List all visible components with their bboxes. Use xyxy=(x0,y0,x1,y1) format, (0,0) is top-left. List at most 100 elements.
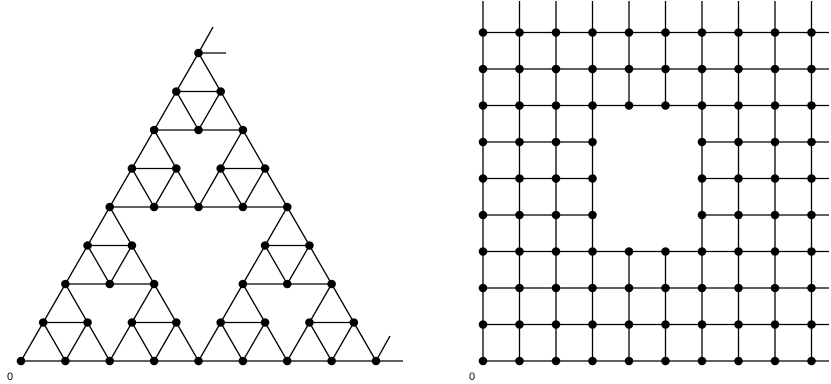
gasket-edge xyxy=(264,168,288,208)
gasket-edge xyxy=(64,283,89,323)
gasket-node xyxy=(149,356,159,366)
lattice-node xyxy=(734,320,743,329)
gasket-node xyxy=(61,356,70,366)
lattice-node xyxy=(588,174,597,183)
lattice-node xyxy=(588,283,597,293)
gasket-edge xyxy=(264,206,288,246)
lattice-node xyxy=(478,137,488,147)
lattice-node xyxy=(551,101,561,110)
gasket-edge xyxy=(308,245,333,285)
lattice-node xyxy=(515,28,524,37)
sierpinski-boundary-stubs xyxy=(197,26,403,362)
lattice-node xyxy=(734,247,743,256)
gasket-node xyxy=(127,164,137,173)
gasket-node xyxy=(83,318,92,327)
gasket-node xyxy=(16,356,26,366)
lattice-node xyxy=(770,210,780,220)
gasket-edge xyxy=(175,91,200,131)
gasket-edge xyxy=(42,283,66,323)
gasket-node xyxy=(260,241,270,250)
lattice-node xyxy=(807,247,816,256)
gasket-edge xyxy=(197,168,222,208)
lattice-node xyxy=(588,101,597,110)
gasket-node xyxy=(282,202,292,212)
gasket-node xyxy=(194,356,203,366)
gasket-edge xyxy=(131,245,155,285)
gasket-edge xyxy=(109,322,133,362)
gasket-node xyxy=(238,356,248,366)
sierpinski-origin-label: 0 xyxy=(7,371,13,383)
sierpinski-edges xyxy=(20,52,377,362)
lattice-node xyxy=(624,283,634,293)
lattice-node xyxy=(661,64,670,74)
gasket-edge xyxy=(242,322,266,362)
lattice-node xyxy=(661,283,670,293)
lattice-node xyxy=(478,64,488,74)
lattice-node xyxy=(551,64,561,74)
lattice-node xyxy=(807,210,816,220)
gasket-node xyxy=(282,279,292,289)
lattice-node xyxy=(770,356,780,366)
gasket-node xyxy=(61,279,70,289)
gasket-edge xyxy=(64,322,89,362)
gasket-node xyxy=(238,202,248,212)
gasket-edge xyxy=(220,322,244,362)
gasket-node xyxy=(127,241,137,250)
gasket-node xyxy=(149,279,159,289)
lattice-node xyxy=(697,137,707,147)
lattice-node xyxy=(697,356,707,366)
lattice-node xyxy=(515,356,524,366)
lattice-node xyxy=(734,210,743,220)
gasket-edge xyxy=(286,245,311,285)
gasket-node xyxy=(260,164,270,173)
lattice-node xyxy=(697,28,707,37)
lattice-node xyxy=(807,283,816,293)
lattice-node xyxy=(807,174,816,183)
lattice-origin-label: 0 xyxy=(469,371,475,383)
gasket-edge xyxy=(175,168,200,208)
lattice-node xyxy=(551,174,561,183)
gasket-node xyxy=(305,318,314,327)
gasket-edge xyxy=(64,245,89,285)
lattice-node xyxy=(624,247,634,256)
gasket-edge xyxy=(331,322,355,362)
gasket-edge xyxy=(242,245,266,285)
gasket-edge xyxy=(242,283,266,323)
lattice-node xyxy=(478,174,488,183)
lattice-node xyxy=(515,320,524,329)
gasket-node xyxy=(260,318,270,327)
lattice-node xyxy=(478,101,488,110)
gasket-edge xyxy=(175,52,200,92)
lattice-node xyxy=(734,283,743,293)
lattice-node xyxy=(807,64,816,74)
lattice-node xyxy=(588,28,597,37)
lattice-node xyxy=(478,247,488,256)
lattice-node xyxy=(661,356,670,366)
gasket-edge xyxy=(197,322,222,362)
gasket-node xyxy=(238,125,248,135)
gasket-node xyxy=(172,164,181,173)
gasket-edge xyxy=(153,129,177,169)
gasket-node xyxy=(172,318,181,327)
lattice-node xyxy=(734,101,743,110)
lattice-node xyxy=(697,174,707,183)
gasket-edge xyxy=(109,168,133,208)
lattice-node xyxy=(588,137,597,147)
lattice-node xyxy=(770,247,780,256)
lattice-node xyxy=(551,283,561,293)
gasket-node xyxy=(38,318,48,327)
lattice-node xyxy=(478,356,488,366)
lattice-node xyxy=(734,356,743,366)
lattice-node xyxy=(661,101,670,110)
lattice-node xyxy=(697,64,707,74)
gasket-stub-top-up xyxy=(197,26,214,54)
gasket-edge xyxy=(220,129,244,169)
lattice-node xyxy=(551,28,561,37)
lattice-node xyxy=(697,283,707,293)
gasket-node xyxy=(349,318,359,327)
lattice-node xyxy=(478,320,488,329)
gasket-edge xyxy=(286,206,311,246)
gasket-node xyxy=(238,279,248,289)
gasket-edge xyxy=(20,322,44,362)
